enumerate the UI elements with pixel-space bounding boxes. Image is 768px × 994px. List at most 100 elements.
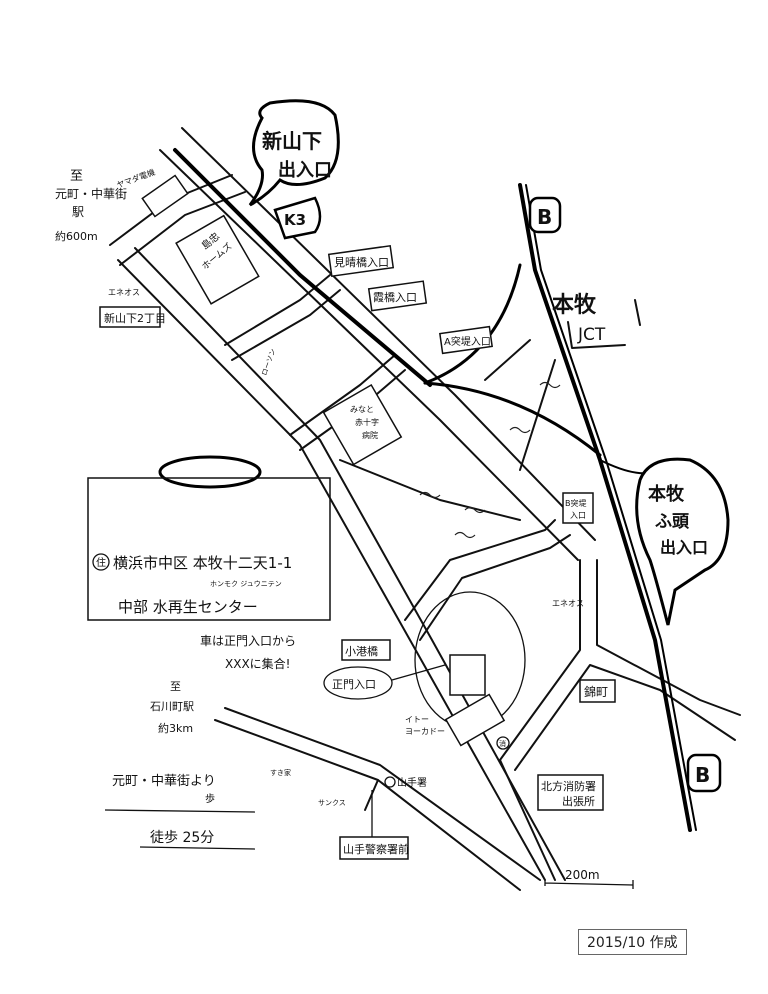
motomachi-suffix: 駅 (72, 205, 84, 219)
expressway-bayshore-2 (525, 184, 697, 831)
hospital-building (322, 383, 403, 466)
label-sunkus: サンクス (318, 799, 346, 807)
exit-name: 新山下 (262, 129, 322, 153)
route-b-label-top: B (537, 205, 552, 229)
address-mark: 住 (96, 556, 106, 569)
label-fire-station-1: 北方消防署 (541, 779, 596, 793)
shimachu-building (175, 214, 260, 305)
expressways (173, 148, 697, 832)
walking-from: 元町・中華街より (112, 774, 216, 789)
address-box (87, 477, 331, 621)
walking-mode: 歩 (205, 792, 215, 805)
address-mark-icon (92, 553, 110, 571)
police-front-box (339, 836, 409, 860)
address-text: 横浜市中区 本牧十二天1-1 (113, 554, 292, 572)
road-pier-a (484, 339, 531, 381)
a-pier-box (439, 325, 493, 355)
label-a-pier: A突堤入口 (444, 335, 491, 348)
miharashi-box (327, 244, 395, 278)
label-ito-yokado-2: ヨーカドー (405, 727, 445, 736)
road-kitakata-a (499, 559, 581, 761)
jct-label: JCT (577, 325, 606, 345)
jct-bracket (567, 299, 641, 349)
expressway-k3 (173, 148, 432, 387)
walking-time: 徒歩 25分 (150, 830, 214, 846)
futo-label: ふ頭 (655, 512, 690, 532)
label-eneos-1: エネオス (108, 288, 140, 297)
label-lawson: ローソン (260, 348, 277, 377)
speech-bubble-shinyamashita (248, 99, 340, 207)
label-hospital-3: 病院 (362, 430, 378, 440)
label-sukiya: すき家 (270, 768, 291, 777)
road-inner (339, 459, 521, 521)
facility-name: 中部 水再生センター (118, 598, 258, 616)
label-kasumi: 霞橋入口 (373, 290, 417, 304)
label-nishikicho: 錦町 (584, 684, 608, 699)
label-miharashi: 見晴橋入口 (334, 255, 389, 269)
shinyamashita-2-box (99, 306, 161, 328)
label-hospital-1: みなと (350, 405, 374, 414)
road-main-lower-edge (159, 149, 579, 561)
road-kitakata-b (596, 559, 741, 716)
label-kominato: 小港橋 (345, 644, 378, 658)
b-pier-box (562, 492, 594, 524)
ramp-north (423, 263, 522, 385)
road-south (499, 759, 556, 881)
label-fire-station-2: 出張所 (562, 794, 595, 808)
water-marks (419, 381, 561, 539)
ishikawacho-station: 石川町駅 (150, 700, 194, 713)
ito-yokado-building (444, 693, 506, 747)
label-ito-yokado-1: イトー (405, 715, 429, 724)
fire-mark-label: 消 (499, 739, 506, 748)
fire-station-box (537, 774, 604, 811)
ishikawacho-distance: 約3km (158, 721, 193, 735)
note-line1: 車は正門入口から (200, 634, 296, 648)
main-gate-pointer (391, 664, 446, 681)
main-gate-oval (323, 666, 393, 700)
road-cross-3a (289, 354, 396, 436)
address-reading: ホンモク ジュウニテン (210, 580, 282, 588)
road-nishiki (514, 664, 736, 771)
route-b-label-bottom: B (695, 763, 710, 787)
fire-mark-icon (496, 736, 510, 750)
police-icon (384, 776, 396, 788)
route-b-badge-bottom (686, 753, 722, 793)
treatment-center-building (449, 654, 486, 696)
label-yamate-police: 山手署 (397, 776, 427, 789)
exit-label: 出入口 (278, 159, 332, 181)
label-main-gate: 正門入口 (332, 678, 376, 691)
label-shinyamashita-2: 新山下2丁目 (104, 311, 166, 325)
walking-underline-1 (104, 809, 256, 813)
road-cross-2a (224, 274, 331, 346)
road-cross-4a (404, 519, 556, 621)
label-b-pier-1: B突堤 (565, 498, 587, 508)
walking-underline-2 (139, 846, 256, 850)
scale-label: 200m (565, 868, 600, 882)
label-eneos-2: エネオス (552, 599, 584, 608)
road-left-edge-a (117, 259, 546, 881)
futo-name: 本牧 (648, 483, 685, 505)
label-police-front: 山手警察署前 (343, 842, 409, 856)
label-hospital-2: 赤十字 (355, 417, 379, 427)
kasumi-box (367, 280, 428, 312)
road-main-upper-edge (181, 127, 596, 541)
yamada-building (141, 174, 189, 218)
oval-mark (158, 455, 262, 489)
created-date-stamp: 2015/10 作成 (578, 929, 687, 955)
motomachi-distance: 約600m (55, 229, 98, 243)
label-b-pier-2: 入口 (570, 511, 586, 520)
motomachi-to: 至 (70, 169, 83, 184)
scale-bar (544, 880, 634, 889)
route-b-badge-top (528, 196, 562, 234)
roads (109, 127, 741, 891)
jct-name: 本牧 (552, 292, 597, 318)
route-k3-badge (273, 196, 322, 240)
nishikicho-box (579, 679, 616, 703)
road-cross-2b (231, 289, 341, 361)
label-yamada: ヤマダ電機 (115, 167, 156, 190)
ishikawacho-to: 至 (170, 680, 181, 693)
route-k3-label: K3 (284, 211, 306, 229)
note-line2: XXXに集合! (225, 656, 290, 671)
speech-bubble-futo (635, 457, 730, 626)
